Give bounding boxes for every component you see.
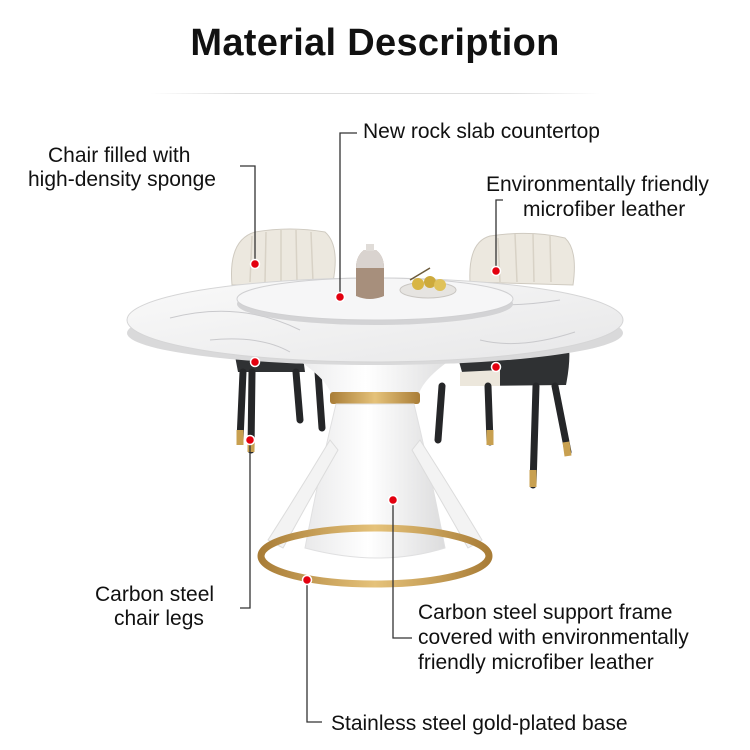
title-divider [150,93,600,94]
marker-base [301,574,313,586]
leader-sponge [240,165,256,264]
leader-countertop [339,132,357,297]
leader-base [306,580,322,723]
marker-countertop [334,291,346,303]
label-frame-line1: Carbon steel support frame [418,601,673,624]
marker-leather [490,265,502,277]
label-frame-line2: covered with environmentally [418,626,689,649]
label-legs-line2: chair legs [114,607,204,630]
label-frame-line3: friendly microfiber leather [418,651,654,674]
label-leather-line1: Environmentally friendly [486,173,709,196]
table-decor [356,244,457,299]
callout-markers [244,258,502,586]
leader-frame [392,500,412,639]
label-countertop: New rock slab countertop [363,120,600,143]
leader-legs [240,440,251,609]
marker-sponge-seat [249,356,261,368]
table-pedestal [257,356,493,588]
marker-legs [244,434,256,446]
marker-sponge [249,258,261,270]
label-legs-line1: Carbon steel [95,583,215,606]
leader-lines [240,132,503,723]
marker-leather-seat [490,361,502,373]
marker-frame [387,494,399,506]
label-sponge-line1: Chair filled with [48,144,191,167]
label-base: Stainless steel gold-plated base [331,712,628,735]
table-top [126,277,624,365]
label-sponge-line2: high-density sponge [28,168,216,191]
page-title: Material Description [190,22,560,64]
leader-leather [495,199,503,271]
label-leather-line2: microfiber leather [523,198,686,221]
